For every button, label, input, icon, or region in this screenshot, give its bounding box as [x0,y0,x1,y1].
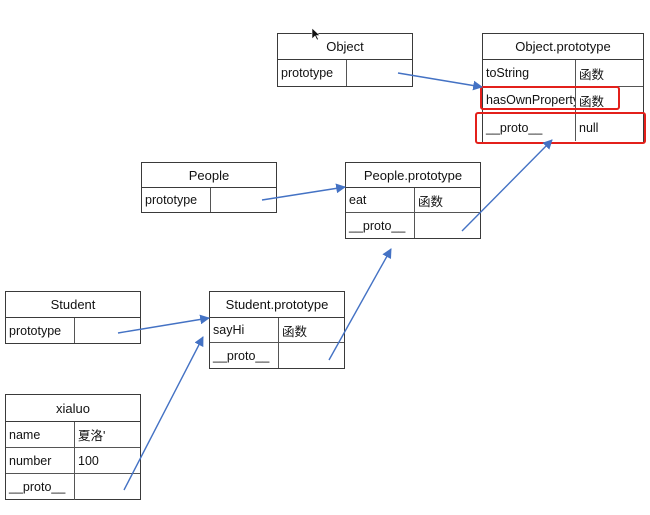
sayhi-value: 函数 [282,324,308,339]
people-prototype-proto-key: __proto__ [346,213,415,238]
object-table: Object prototype [277,33,413,87]
object-title: Object [278,34,412,60]
tostring-key: toString [483,60,576,86]
people-prototype-title: People.prototype [346,163,480,188]
student-prototype-title: Student.prototype [210,292,344,318]
xialuo-proto-key: __proto__ [6,474,75,500]
tostring-value: 函数 [579,67,605,82]
hasownproperty-key: hasOwnProperty [483,87,576,113]
hasownproperty-value: 函数 [579,94,605,109]
object-prototype-proto-value: null [579,120,599,135]
object-prototype-row-proto: __proto__ null [483,114,643,141]
xialuo-title: xialuo [6,395,140,422]
arrow-student-proto-to-people-prototype [328,248,392,361]
object-row-prototype: prototype [278,60,412,86]
eat-key: eat [346,188,415,212]
number-value: 100 [78,453,99,468]
mouse-pointer-icon [311,27,321,41]
arrow-people-proto-to-object-prototype [461,139,553,232]
student-prototype-row-proto: __proto__ [210,343,344,368]
people-table: People prototype [141,162,277,213]
eat-value: 函数 [418,194,444,209]
arrow-xialuo-proto-to-student-prototype [123,336,204,491]
people-prototype-row-proto: __proto__ [346,213,480,238]
people-prototype-table: People.prototype eat 函数 __proto__ [345,162,481,239]
xialuo-row-number: number 100 [6,448,140,474]
sayhi-key: sayHi [210,318,279,342]
object-prototype-key: prototype [278,60,347,86]
xialuo-row-name: name 夏洛' [6,422,140,448]
student-prototype-key: prototype [6,318,75,343]
student-title: Student [6,292,140,318]
student-prototype-row-sayhi: sayHi 函数 [210,318,344,343]
name-value: 夏洛' [78,429,106,443]
arrow-people-prototype [261,183,346,201]
people-prototype-row-eat: eat 函数 [346,188,480,213]
xialuo-table: xialuo name 夏洛' number 100 __proto__ [5,394,141,500]
object-prototype-proto-key: __proto__ [483,114,576,141]
xialuo-row-proto: __proto__ [6,474,140,500]
student-prototype-proto-key: __proto__ [210,343,279,368]
name-key: name [6,422,75,447]
arrow-student-prototype [117,314,210,334]
people-row-prototype: prototype [142,188,276,212]
student-table: Student prototype [5,291,141,344]
student-prototype-table: Student.prototype sayHi 函数 __proto__ [209,291,345,369]
student-row-prototype: prototype [6,318,140,343]
arrow-object-prototype [397,72,483,91]
people-prototype-key: prototype [142,188,211,212]
object-prototype-title: Object.prototype [483,34,643,60]
people-title: People [142,163,276,188]
number-key: number [6,448,75,473]
